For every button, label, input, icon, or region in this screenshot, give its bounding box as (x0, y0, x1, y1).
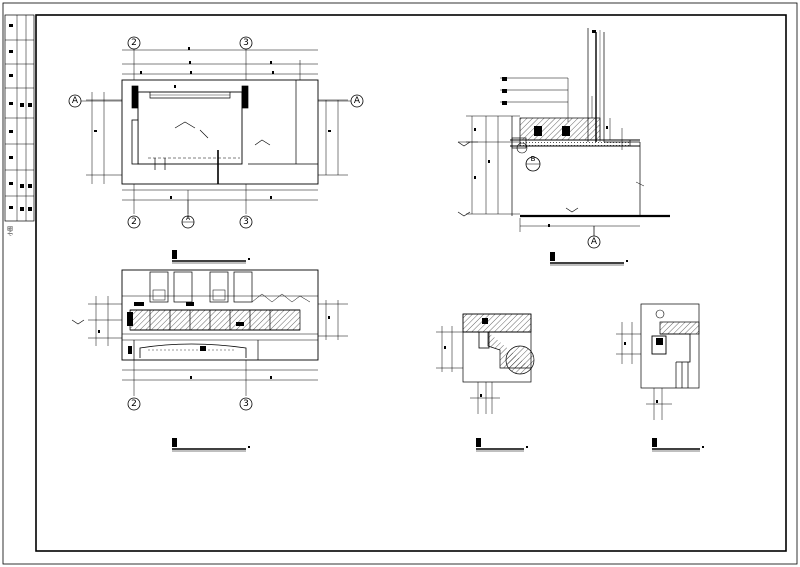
axis-label: 2 (131, 399, 137, 409)
axis-label: A (354, 96, 361, 106)
plan-axis-2-bottom: 2 (127, 215, 141, 229)
axis-label: A (186, 215, 191, 222)
section-detail-mark-B: B (516, 142, 541, 172)
plan-caption (172, 250, 250, 264)
section-axis-A: A (587, 226, 601, 249)
plan-axis-A-left: A (68, 94, 82, 108)
detail-2-view (616, 303, 700, 420)
plan-dimension-ticks (94, 47, 331, 199)
axis-label: 2 (131, 38, 137, 48)
sheet-inner-frame (35, 14, 787, 552)
detail-1-caption (476, 438, 528, 452)
plan-axis-3-top: 3 (239, 36, 253, 50)
axis-label: B (531, 155, 536, 163)
section-fills (474, 30, 608, 227)
elevation-axis-2: 2 (127, 397, 141, 411)
plan-axis-A-right: A (350, 94, 364, 108)
detail-1-fills (444, 318, 488, 397)
axis-label: 3 (243, 399, 249, 409)
title-block (4, 14, 35, 222)
elevation-fills (98, 302, 330, 379)
section-caption (550, 252, 628, 266)
plan-axis-2-top: 2 (127, 36, 141, 50)
axis-label: A (72, 96, 79, 106)
section-view (457, 28, 670, 236)
elevation-axis-3: 3 (239, 397, 253, 411)
elevation-caption (172, 438, 250, 452)
title-block-vertical-note: 小图 (7, 226, 14, 236)
axis-label: 3 (243, 217, 249, 227)
elevation-view (71, 269, 348, 396)
plan-section-mark-A: A (181, 200, 195, 229)
detail-2-caption (652, 438, 704, 452)
plan-view (80, 46, 352, 214)
axis-label: A (591, 237, 598, 247)
detail-2-fills (624, 338, 663, 403)
axis-label: 3 (243, 38, 249, 48)
detail-1-view (436, 313, 535, 414)
axis-label: 2 (131, 217, 137, 227)
plan-axis-3-bottom: 3 (239, 215, 253, 229)
